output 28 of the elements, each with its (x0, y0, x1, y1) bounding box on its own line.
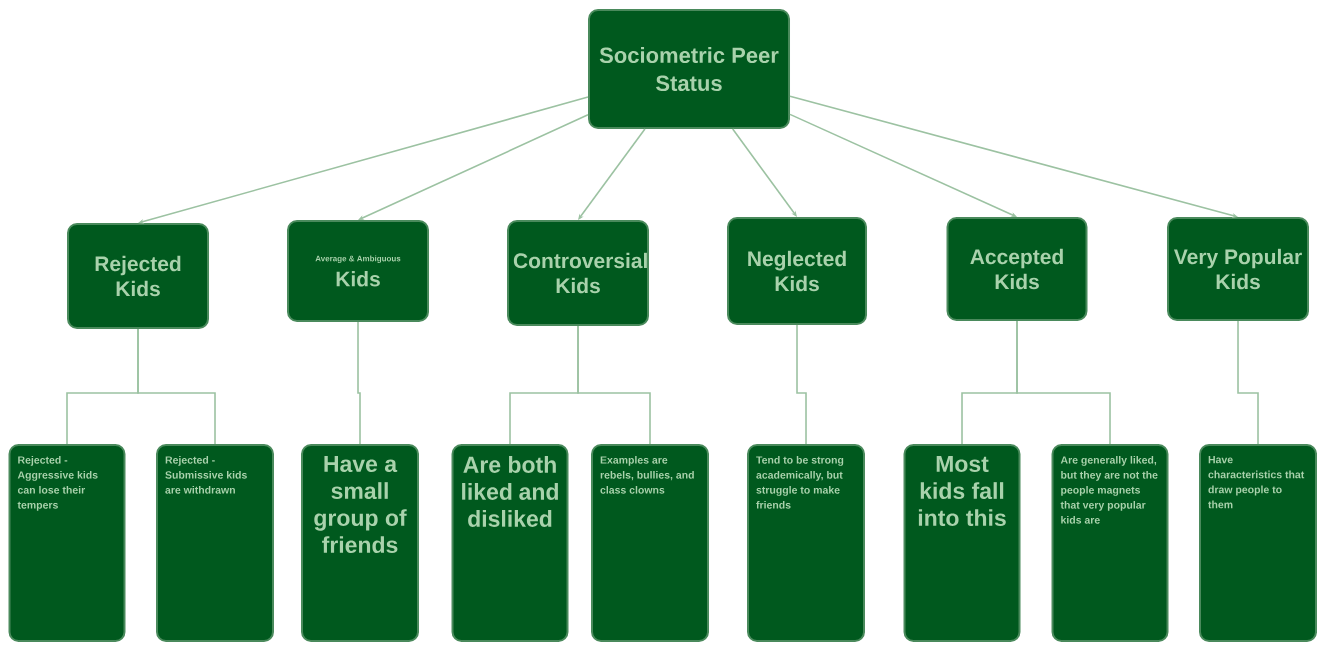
description-box: Rejected - Submissive kids are withdrawn (156, 444, 274, 642)
description-box: Examples are rebels, bullies, and class clowns (591, 444, 709, 642)
description-box: Have characteristics that draw people to them (1199, 444, 1317, 642)
connector-line (357, 321, 361, 445)
connector-line (1016, 320, 1111, 445)
description-box: Rejected - Aggressive kids can lose their tempers (8, 444, 126, 642)
category-box: Rejected Kids (67, 223, 209, 329)
description-box: Tend to be strong academically, but struggle to make friends (747, 444, 865, 642)
arrow (358, 114, 589, 220)
arrow (578, 128, 646, 220)
description-box: Are both liked and disliked (451, 444, 569, 642)
title-box: Sociometric Peer Status (588, 9, 790, 129)
description-box: Have a small group of friends (301, 444, 419, 642)
connector-line (1237, 320, 1259, 445)
connector-line (577, 325, 651, 445)
connector-line (796, 324, 807, 445)
description-box: Are generally liked, but they are not the people magnets that very popular kids are (1051, 444, 1169, 642)
category-box: Average & Ambiguous Kids (287, 220, 429, 322)
description-box: Most kids fall into this (903, 444, 1021, 642)
arrow (789, 95, 1238, 218)
category-box: Accepted Kids (946, 217, 1088, 321)
category-box: Very Popular Kids (1167, 217, 1309, 321)
connector-line (137, 328, 216, 445)
arrow (731, 128, 797, 217)
arrow (789, 113, 1017, 217)
category-box: Controversial Kids (507, 220, 649, 326)
category-box: Neglected Kids (727, 217, 867, 325)
arrow (138, 96, 589, 224)
